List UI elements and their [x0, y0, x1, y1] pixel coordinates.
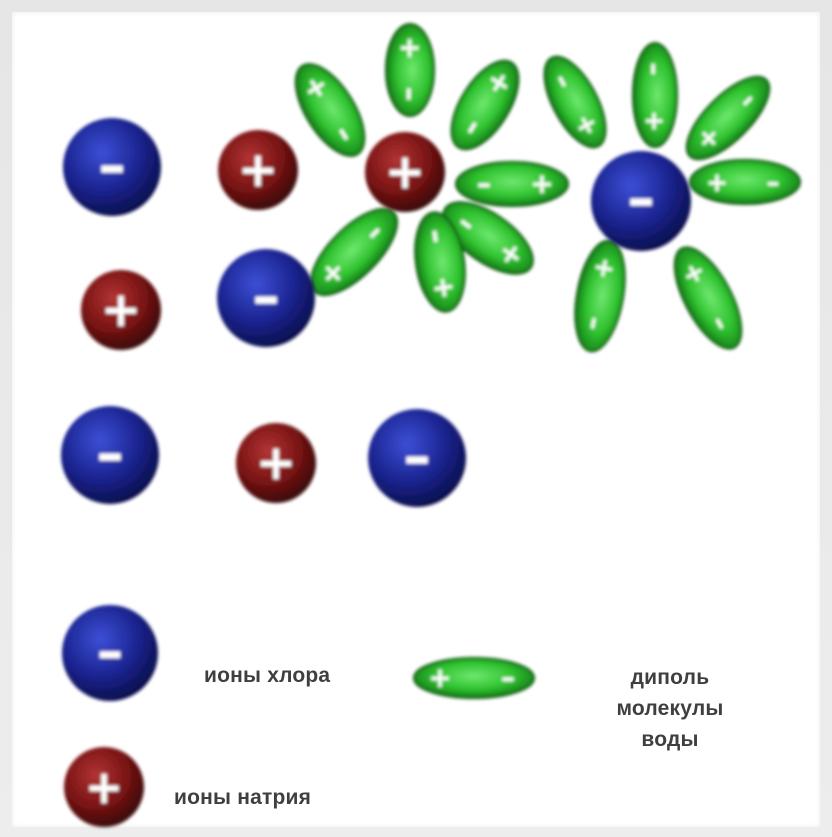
minus-sign: – — [99, 134, 126, 197]
dipole-plus-sign: + — [639, 110, 669, 132]
dipole-plus-sign: + — [428, 661, 451, 694]
dipole-plus-sign: + — [530, 167, 553, 200]
sodium-hydration-shell: + – + – – + – + – + – + + — [294, 23, 569, 313]
plus-sign: + — [238, 142, 278, 198]
dipole-minus-sign: – — [767, 168, 780, 198]
dipole-minus-sign: – — [477, 167, 491, 200]
water-dipole: + – — [385, 23, 435, 117]
legend-chlorine-label: ионы хлора — [204, 664, 331, 687]
legend-dipole-symbol: + – — [413, 657, 535, 699]
water-dipole: + – — [309, 207, 399, 297]
water-dipole: + – — [673, 246, 743, 350]
sodium-ion: + — [218, 130, 298, 210]
dipole-plus-sign: + — [394, 36, 427, 59]
plus-sign: + — [385, 144, 425, 200]
sodium-ion: + — [236, 423, 316, 503]
legend-dipole-line-3: воды — [641, 728, 699, 751]
legend-dipole-label: диполь молекулы воды — [585, 662, 755, 755]
plus-sign: + — [85, 760, 124, 814]
dipole-minus-sign: – — [501, 661, 515, 694]
water-dipole: – + — [414, 211, 466, 313]
dipole-plus-sign: + — [426, 274, 462, 302]
legend-dipole-line-1: диполь — [630, 666, 710, 689]
sodium-ion: + — [81, 270, 161, 350]
water-dipole: + – — [574, 239, 626, 353]
water-dipole: – + — [543, 55, 607, 149]
legend-chlorine-symbol: – — [62, 605, 158, 701]
legend-dipole-line-2: молекулы — [616, 697, 724, 720]
dipole-plus-sign: + — [587, 255, 620, 282]
legend-sodium-label: ионы натрия — [174, 786, 312, 809]
dipole-minus-sign: – — [639, 63, 669, 76]
sodium-ion-hydrated: + — [365, 132, 445, 212]
chlorine-ion: – — [61, 406, 159, 504]
plus-sign: + — [256, 435, 296, 491]
minus-sign: – — [253, 265, 280, 328]
chlorine-ion: – — [63, 118, 161, 216]
minus-sign: – — [97, 422, 124, 485]
dipole-minus-sign: – — [420, 227, 455, 245]
water-dipole: + – — [685, 75, 771, 161]
chlorine-ion-hydrated: – — [591, 151, 691, 251]
minus-sign: – — [628, 167, 655, 230]
water-dipole: + – — [689, 159, 801, 205]
chlorine-hydration-shell: – + – + + – + – + – + – — [543, 42, 801, 353]
water-dipole: – + — [632, 42, 678, 148]
dipole-minus-sign: – — [394, 87, 427, 101]
dipole-minus-sign: – — [578, 314, 610, 332]
minus-sign: – — [404, 425, 431, 488]
minus-sign: – — [97, 622, 123, 682]
water-dipole: – + — [442, 201, 534, 275]
dipole-plus-sign: + — [706, 168, 728, 198]
chlorine-ion: – — [217, 249, 315, 347]
crystal-lattice: – + + – – + – — [61, 118, 466, 507]
water-dipole: + – — [294, 63, 366, 157]
water-dipole: – + — [450, 59, 520, 151]
legend-sodium-symbol: + — [64, 747, 144, 827]
water-dipole: – + — [455, 161, 569, 207]
plus-sign: + — [101, 282, 141, 338]
chlorine-ion: – — [368, 409, 466, 507]
